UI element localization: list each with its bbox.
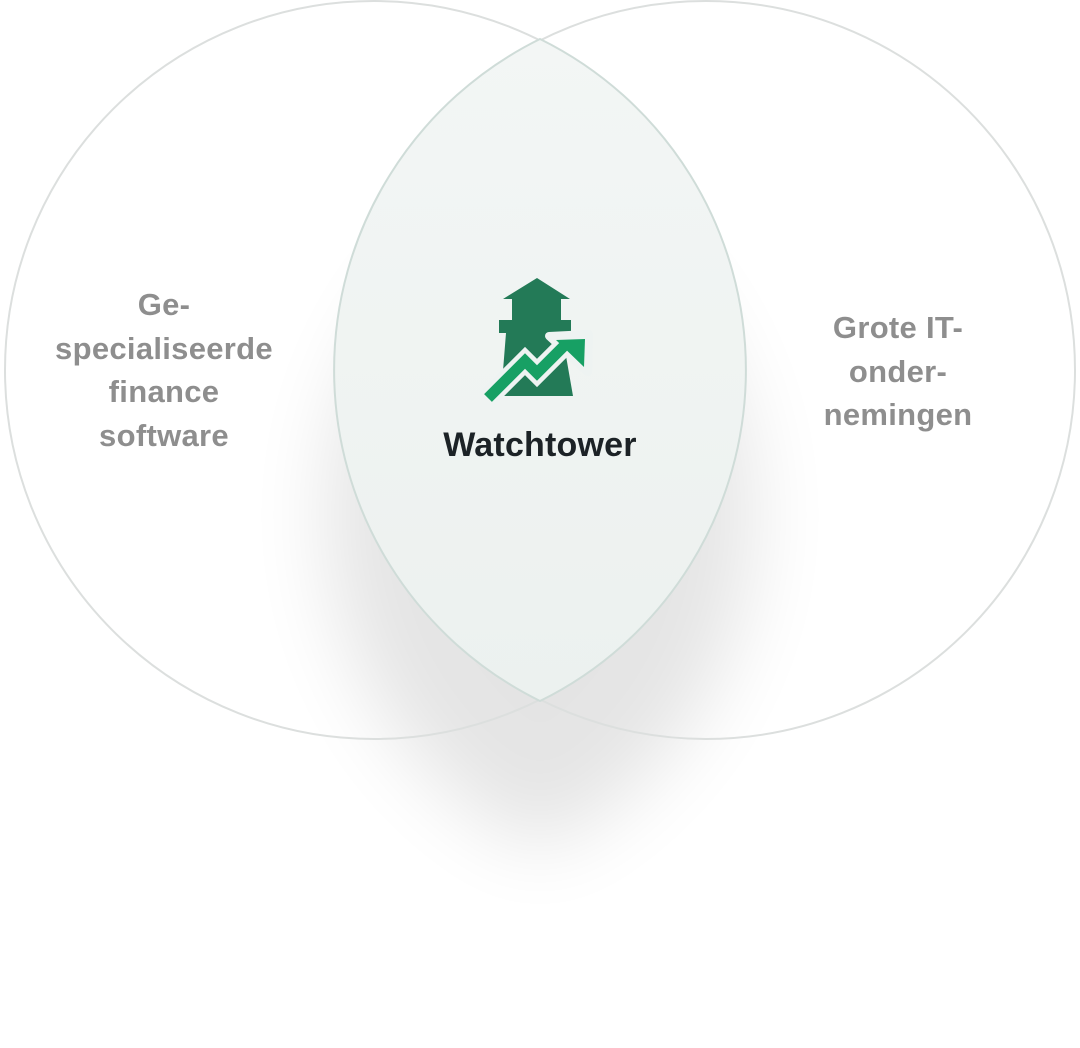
watchtower-growth-arrow-icon bbox=[480, 270, 600, 410]
left-label-line: finance bbox=[108, 374, 220, 409]
left-label-line: software bbox=[99, 417, 229, 453]
left-label-line: Ge- bbox=[137, 287, 191, 322]
right-label-line: nemingen bbox=[823, 397, 973, 432]
intersection-title: Watchtower bbox=[443, 426, 637, 464]
right-label-line: Grote IT- bbox=[832, 310, 964, 345]
right-circle-label: Grote IT- onder- nemingen bbox=[778, 306, 1018, 437]
right-label-line: onder- bbox=[848, 353, 948, 389]
growth-arrow-icon bbox=[484, 340, 570, 402]
left-label-line: specialiseerde bbox=[55, 330, 273, 366]
left-circle-label: Ge- specialiseerde finance software bbox=[24, 283, 304, 457]
